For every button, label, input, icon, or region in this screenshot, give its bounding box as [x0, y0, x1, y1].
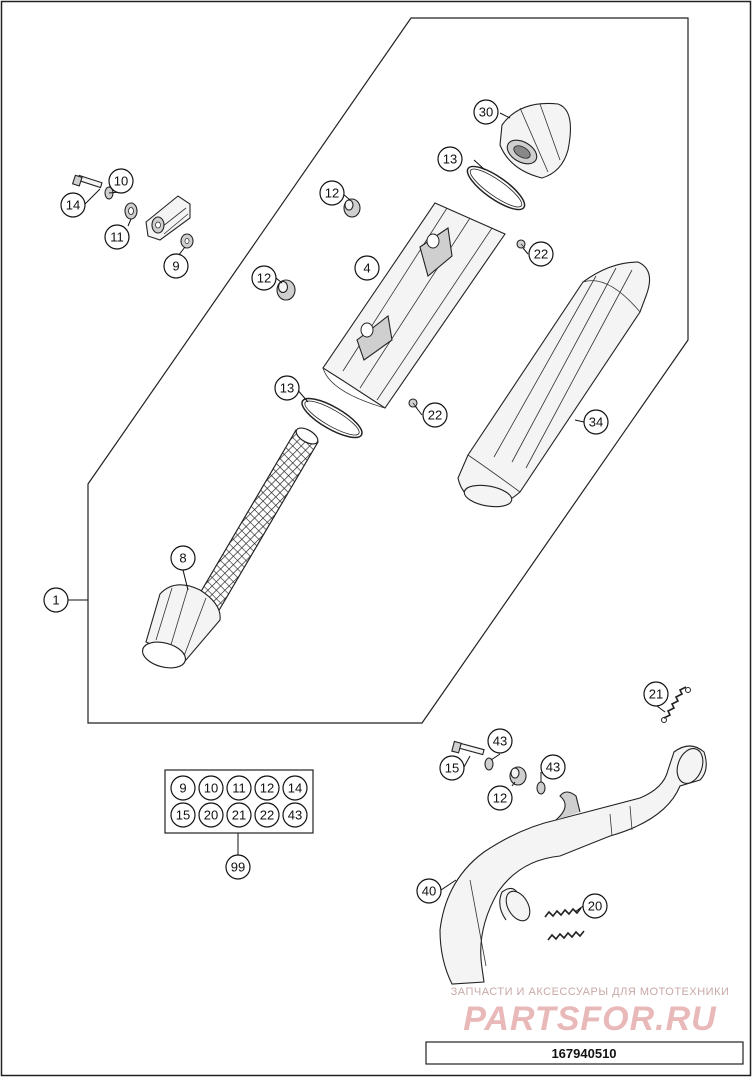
- rubber-grommet-upper: [343, 198, 361, 218]
- svg-text:15: 15: [176, 808, 190, 823]
- washer-left-part: [484, 757, 494, 771]
- svg-text:34: 34: [589, 415, 603, 430]
- svg-text:10: 10: [204, 781, 218, 796]
- svg-text:15: 15: [445, 761, 459, 776]
- svg-text:4: 4: [363, 261, 370, 276]
- callout-4: 4: [354, 255, 380, 281]
- kit-item: 14: [282, 775, 308, 801]
- callout-34: 34: [583, 409, 609, 435]
- kit-item: 11: [226, 775, 252, 801]
- end-cap-part: [499, 102, 571, 179]
- svg-text:11: 11: [110, 230, 124, 245]
- callout-21: 21: [643, 681, 669, 707]
- callout-14: 14: [60, 192, 86, 218]
- inlet-cone-part: [141, 584, 221, 669]
- svg-text:1: 1: [52, 593, 59, 608]
- callout-13-upper: 13: [437, 146, 463, 172]
- svg-text:43: 43: [493, 734, 507, 749]
- kit-item: 20: [198, 802, 224, 828]
- callout-10: 10: [108, 168, 134, 194]
- o-ring-lower: [301, 397, 363, 439]
- svg-text:22: 22: [260, 808, 274, 823]
- kit-item: 9: [170, 775, 196, 801]
- callout-9: 9: [163, 253, 189, 279]
- callout-22-lower: 22: [422, 402, 448, 428]
- callout-43-left: 43: [487, 728, 513, 754]
- washer-right-part: [536, 781, 546, 795]
- svg-text:11: 11: [232, 781, 246, 796]
- svg-text:40: 40: [422, 884, 436, 899]
- screw-upper: [516, 239, 526, 249]
- rubber-grommet-lower: [276, 279, 296, 301]
- grommet-part: [124, 202, 138, 220]
- svg-text:12: 12: [257, 271, 271, 286]
- kit-item: 10: [198, 775, 224, 801]
- diagram-part-number: 167940510: [551, 1046, 616, 1061]
- svg-text:21: 21: [232, 808, 246, 823]
- watermark-logo-text: PARTSFOR.RU: [463, 1000, 717, 1038]
- svg-text:13: 13: [443, 152, 457, 167]
- svg-text:12: 12: [325, 186, 339, 201]
- watermark-tagline: ЗАПЧАСТИ И АКСЕССУАРЫ ДЛЯ МОТОТЕХНИКИ: [451, 986, 730, 998]
- svg-text:12: 12: [260, 781, 274, 796]
- svg-text:20: 20: [588, 899, 602, 914]
- callout-12-upper: 12: [319, 180, 345, 206]
- callout-99: 99: [225, 854, 251, 880]
- kit-item: 22: [254, 802, 280, 828]
- header-pipe-part: [439, 745, 707, 985]
- spring-lower-part: [544, 907, 585, 941]
- svg-text:14: 14: [66, 198, 80, 213]
- kit-contents-box: 9 10 11 12 14 15 20 21: [164, 769, 314, 834]
- callout-11: 11: [104, 224, 130, 250]
- callout-15: 15: [439, 755, 465, 781]
- bracket-clamp-part: [145, 195, 191, 241]
- svg-text:14: 14: [288, 781, 302, 796]
- svg-text:9: 9: [172, 259, 179, 274]
- header-bolt-part: [451, 740, 485, 756]
- silencer-outer-shell-part: [457, 261, 651, 508]
- silencer-body-part: [322, 202, 506, 409]
- bolt-part: [71, 174, 103, 189]
- callout-22-upper: 22: [528, 241, 554, 267]
- svg-text:10: 10: [114, 174, 128, 189]
- svg-text:99: 99: [231, 860, 245, 875]
- svg-text:43: 43: [546, 760, 560, 775]
- kit-item: 43: [282, 802, 308, 828]
- nut-part: [180, 233, 194, 249]
- callout-40: 40: [416, 878, 442, 904]
- svg-text:12: 12: [493, 791, 507, 806]
- svg-text:30: 30: [479, 105, 493, 120]
- kit-item: 21: [226, 802, 252, 828]
- header-grommet-part: [509, 766, 527, 786]
- callout-30: 30: [473, 99, 499, 125]
- mounting-hardware-group: [71, 174, 194, 249]
- silencer-group-outline: [87, 17, 689, 724]
- callout-13-lower: 13: [274, 375, 300, 401]
- part-number-box: 167940510: [425, 1041, 744, 1065]
- callout-8: 8: [170, 545, 196, 571]
- callout-1: 1: [43, 587, 69, 613]
- svg-text:43: 43: [288, 808, 302, 823]
- watermark: ЗАПЧАСТИ И АКСЕССУАРЫ ДЛЯ МОТОТЕХНИКИ PA…: [451, 986, 730, 1038]
- svg-text:21: 21: [649, 687, 663, 702]
- o-ring-upper: [466, 165, 526, 211]
- callout-43-right: 43: [540, 754, 566, 780]
- perforated-core-tube-part: [195, 427, 319, 613]
- callout-12-header: 12: [487, 785, 513, 811]
- callout-20: 20: [582, 893, 608, 919]
- svg-text:20: 20: [204, 808, 218, 823]
- svg-text:22: 22: [428, 408, 442, 423]
- kit-item: 12: [254, 775, 280, 801]
- svg-text:22: 22: [534, 247, 548, 262]
- kit-item: 15: [170, 802, 196, 828]
- svg-text:13: 13: [280, 381, 294, 396]
- spring-upper-part: [661, 686, 691, 723]
- callout-12-lower: 12: [251, 265, 277, 291]
- svg-text:8: 8: [179, 551, 186, 566]
- svg-text:9: 9: [179, 781, 186, 796]
